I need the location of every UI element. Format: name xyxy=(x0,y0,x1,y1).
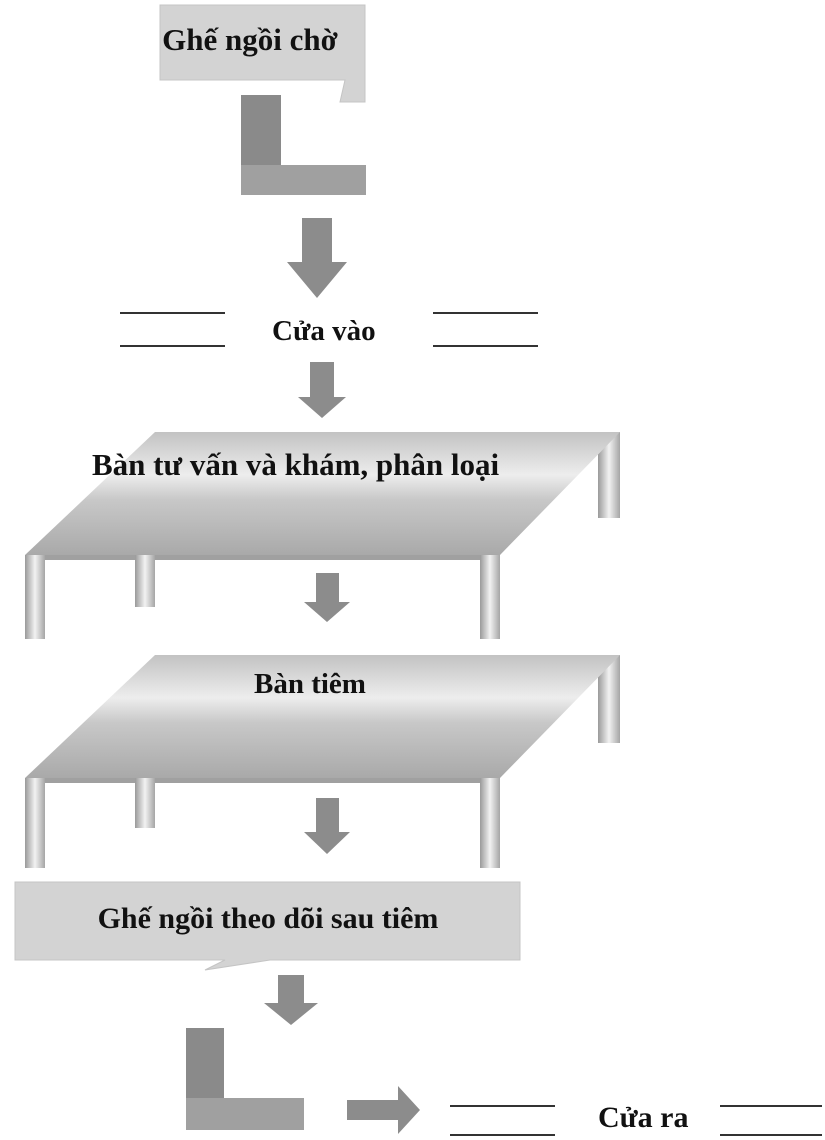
exit-label: Cửa ra xyxy=(598,1101,689,1134)
arrow-down-icon xyxy=(287,218,347,298)
waiting-chair-label: Ghế ngồi chờ xyxy=(162,22,338,57)
arrow-right-icon xyxy=(347,1086,420,1134)
exit-door-lines xyxy=(450,1105,822,1136)
monitor-chair-label-box xyxy=(14,881,521,971)
arrow-down-icon xyxy=(304,573,350,622)
entrance-label: Cửa vào xyxy=(272,315,376,347)
entrance-door-lines xyxy=(120,312,538,347)
monitor-chair-label: Ghế ngồi theo dõi sau tiêm xyxy=(97,902,439,935)
arrow-down-icon xyxy=(304,798,350,854)
consultation-table-icon xyxy=(25,432,620,639)
waiting-chair-label-box xyxy=(159,4,366,103)
injection-table-label: Bàn tiêm xyxy=(254,668,366,700)
arrow-down-icon xyxy=(298,362,346,418)
injection-table-icon xyxy=(25,655,620,868)
consultation-table-label: Bàn tư vấn và khám, phân loại xyxy=(92,447,500,482)
arrow-down-icon xyxy=(264,975,318,1025)
waiting-chair-icon xyxy=(241,95,366,195)
monitor-chair-icon xyxy=(186,1028,304,1130)
